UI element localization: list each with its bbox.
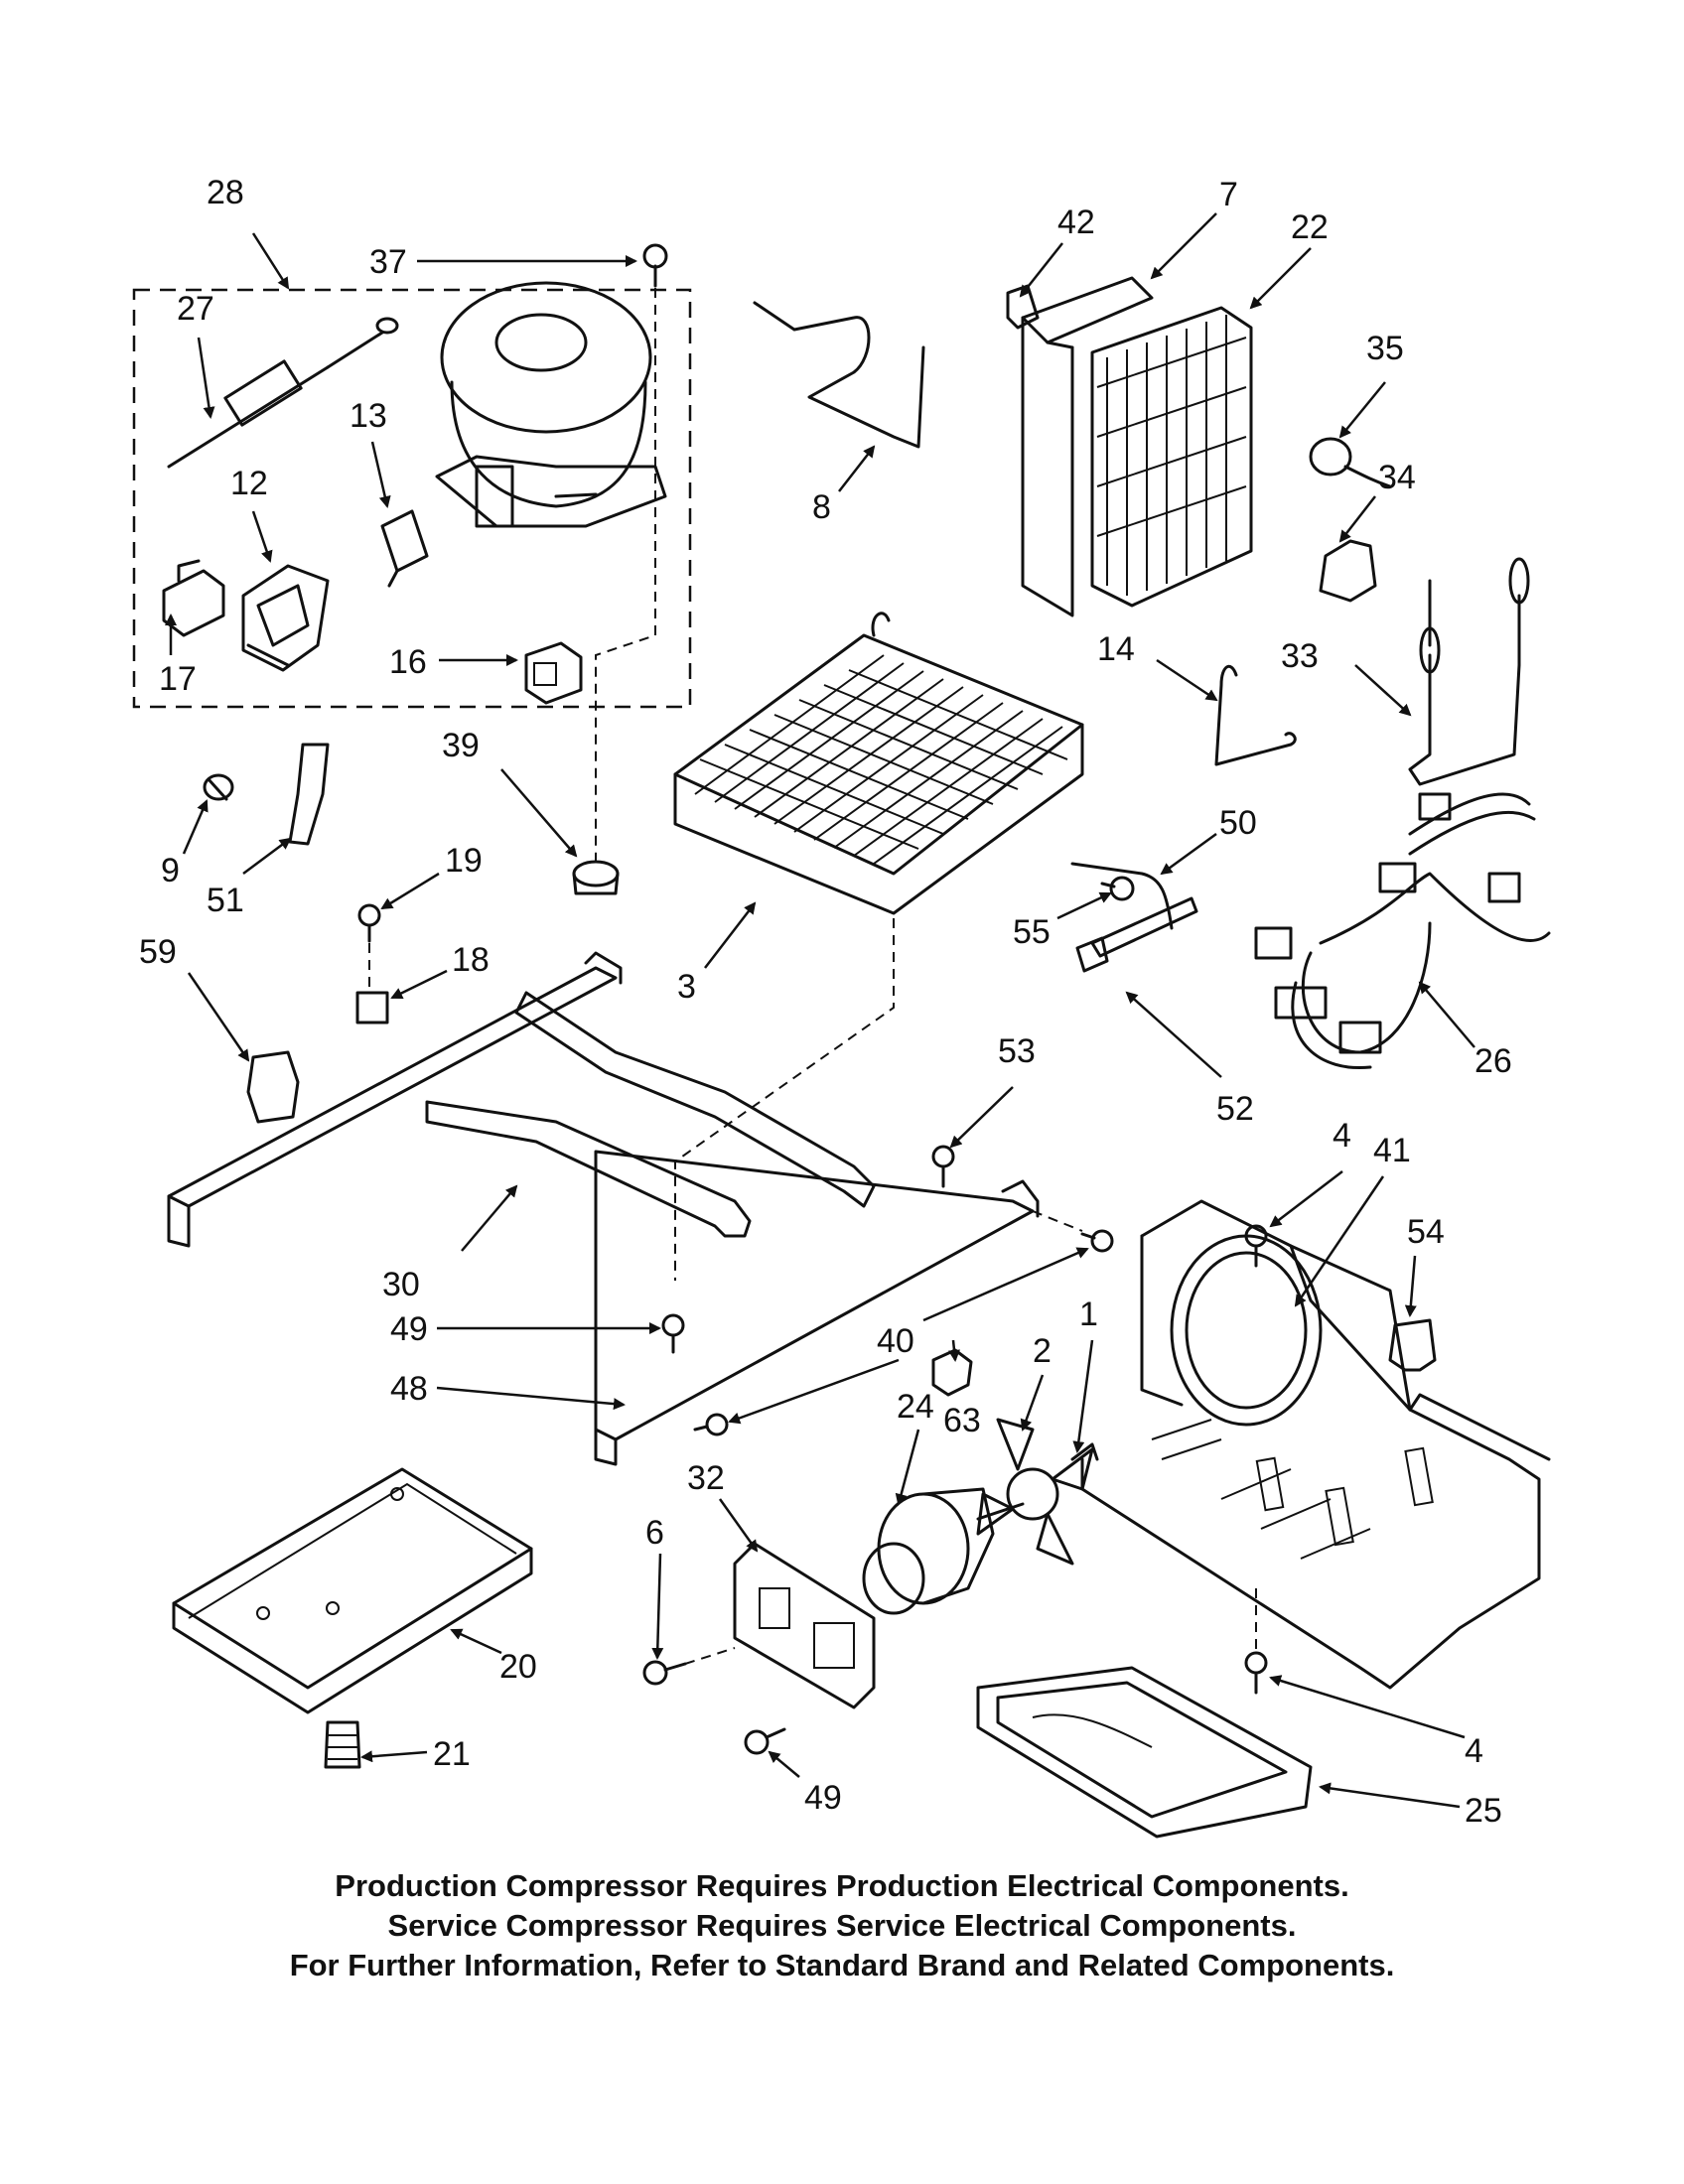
callout-4: 4 — [1333, 1117, 1351, 1155]
callout-3: 3 — [677, 968, 696, 1006]
note-further-info: For Further Information, Refer to Standa… — [289, 1948, 1395, 1982]
leader-lines — [165, 212, 1475, 1809]
callout-18: 18 — [452, 941, 490, 979]
screw-4-lower — [1244, 1651, 1268, 1695]
callout-20: 20 — [499, 1648, 537, 1686]
cap-9 — [203, 773, 234, 801]
callout-54: 54 — [1407, 1213, 1445, 1251]
callout-24: 24 — [897, 1388, 934, 1426]
callout-7: 7 — [1219, 176, 1238, 213]
evaporator-3 — [673, 612, 1084, 915]
cover-16 — [524, 641, 583, 705]
callout-34: 34 — [1378, 459, 1416, 496]
motor-bracket-32 — [733, 1542, 876, 1709]
callout-19: 19 — [445, 842, 483, 880]
callout-40: 40 — [877, 1322, 914, 1360]
callout-30: 30 — [382, 1266, 420, 1303]
wire-harness-26 — [1254, 792, 1551, 1070]
screw-4-upper — [1244, 1224, 1268, 1268]
callout-37: 37 — [369, 243, 407, 281]
footnotes: Production Compressor Requires Productio… — [0, 1866, 1684, 1985]
wire-nut-54 — [1388, 1318, 1437, 1372]
drain-pan-25 — [976, 1666, 1313, 1839]
overload-protector — [167, 317, 399, 469]
callout-52: 52 — [1216, 1090, 1254, 1128]
screw-49-upper — [661, 1313, 685, 1354]
callout-55: 55 — [1013, 913, 1051, 951]
compressor-kit-outline — [132, 288, 692, 709]
callout-9: 9 — [161, 852, 180, 889]
grommet-39 — [572, 860, 620, 895]
callout-2: 2 — [1033, 1332, 1052, 1370]
callout-26: 26 — [1474, 1042, 1512, 1080]
tube-8 — [753, 301, 925, 449]
callout-4-lower: 4 — [1465, 1732, 1483, 1770]
screw-6 — [642, 1660, 687, 1686]
callout-49-lower: 49 — [804, 1779, 842, 1817]
callout-21: 21 — [433, 1735, 471, 1773]
callout-35: 35 — [1366, 330, 1404, 367]
screw-40-left — [693, 1413, 729, 1436]
fan-blade-2 — [976, 1418, 1094, 1566]
callout-42: 42 — [1057, 204, 1095, 241]
condenser-coil-22 — [1090, 306, 1253, 608]
callout-6: 6 — [645, 1514, 664, 1552]
hose-51 — [288, 743, 330, 846]
compressor — [435, 281, 667, 528]
callout-32: 32 — [687, 1459, 725, 1497]
note-service: Service Compressor Requires Service Elec… — [387, 1908, 1297, 1943]
callout-59: 59 — [139, 933, 177, 971]
screw-53 — [931, 1145, 955, 1188]
relay — [241, 564, 330, 672]
part-35 — [1309, 437, 1392, 488]
clip-13 — [380, 509, 429, 588]
clip-50 — [1070, 862, 1174, 930]
callout-63: 63 — [943, 1402, 981, 1439]
capacitor-clip — [162, 559, 225, 637]
callout-25: 25 — [1465, 1792, 1502, 1830]
screw-37 — [642, 243, 668, 288]
screw-49-lower — [744, 1727, 786, 1755]
callout-48: 48 — [390, 1370, 428, 1408]
base-rails — [167, 951, 1040, 1466]
screw-55 — [1100, 876, 1135, 901]
callout-33: 33 — [1281, 637, 1319, 675]
callout-41: 41 — [1373, 1132, 1411, 1169]
bracket-34 — [1319, 539, 1377, 603]
shaft-1 — [1070, 1442, 1099, 1461]
note-production: Production Compressor Requires Productio… — [335, 1868, 1349, 1903]
clip-18 — [355, 991, 389, 1024]
callout-numbers: 28 37 27 13 12 17 16 42 7 22 35 34 8 14 … — [139, 174, 1512, 1830]
callout-39: 39 — [442, 727, 480, 764]
callout-1: 1 — [1079, 1296, 1098, 1333]
condenser-7 — [1021, 276, 1154, 617]
screw-19 — [357, 903, 381, 943]
callout-16: 16 — [389, 643, 427, 681]
callout-27: 27 — [177, 290, 214, 328]
callout-14: 14 — [1097, 630, 1135, 668]
callout-53: 53 — [998, 1032, 1036, 1070]
tray-20 — [172, 1467, 533, 1714]
callout-50: 50 — [1219, 804, 1257, 842]
callout-8: 8 — [812, 488, 831, 526]
leveler-21 — [324, 1720, 361, 1769]
callout-51: 51 — [207, 882, 244, 919]
screw-40-right — [1080, 1229, 1114, 1253]
callout-13: 13 — [350, 397, 387, 435]
dryer-tubes-33 — [1408, 557, 1530, 786]
bracket-59 — [246, 1050, 300, 1124]
callout-17: 17 — [159, 660, 197, 698]
callout-49: 49 — [390, 1310, 428, 1348]
nut-63 — [931, 1348, 973, 1397]
callout-22: 22 — [1291, 208, 1329, 246]
callout-28: 28 — [207, 174, 244, 211]
wire-14 — [1214, 664, 1297, 766]
fan-motor-24 — [862, 1487, 1025, 1615]
callout-12: 12 — [230, 465, 268, 502]
cable-tie-52 — [1075, 896, 1198, 973]
